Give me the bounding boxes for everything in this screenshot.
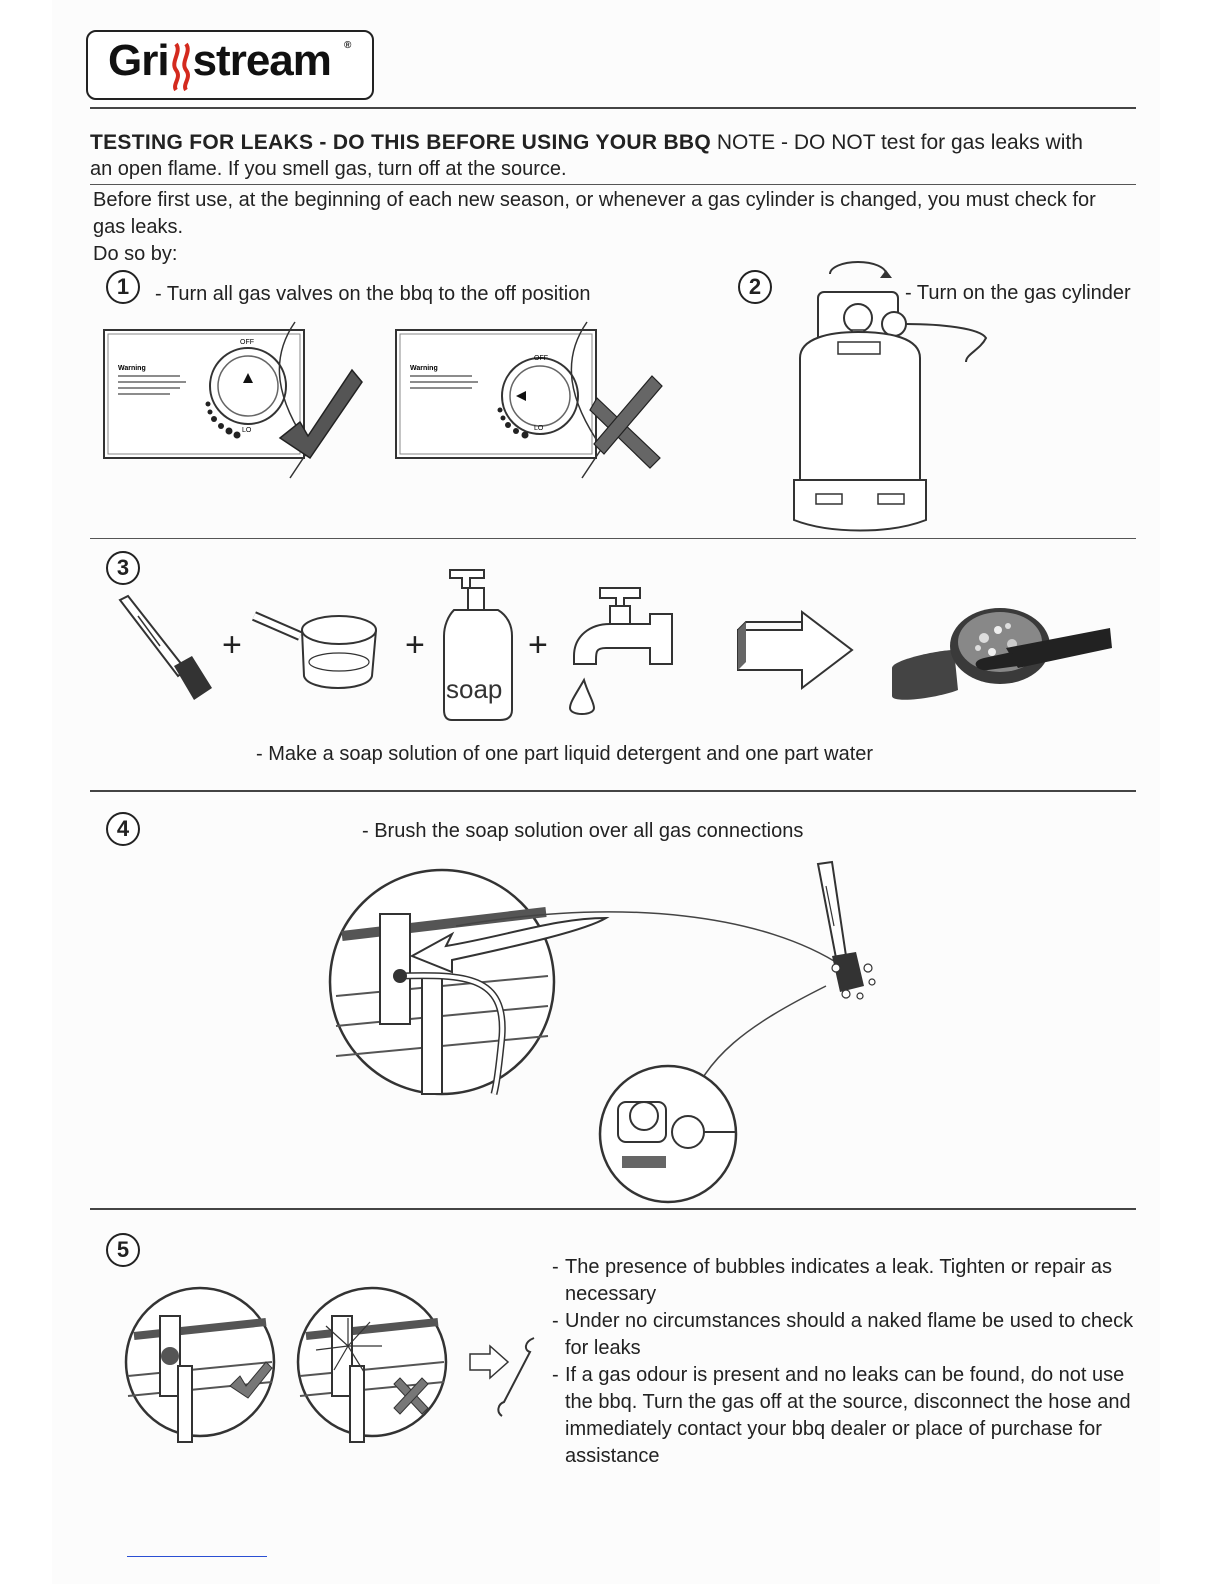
bullet-line: Under no circumstances should a naked fl… [565,1310,1134,1332]
brush-connections-illustration [328,860,876,1204]
bubble-check-illustration [124,1286,535,1443]
logo-flame-icon [172,42,190,92]
bullet-line: for leaks [565,1337,641,1359]
step-3-text: - Make a soap solution of one part liqui… [256,743,874,765]
divider [90,184,1136,185]
soap-label: soap [446,674,503,704]
bullet-line: immediately contact your bbq dealer or p… [565,1418,1102,1440]
divider [90,107,1136,109]
brand-reg-mark: ® [344,40,352,51]
arrow-right-icon [469,1344,510,1380]
step-1-number: 1 [106,270,140,304]
intro-line: Before first use, at the beginning of ea… [93,189,1096,211]
arrow-right-icon [737,609,854,691]
bullet-line: If a gas odour is present and no leaks c… [565,1364,1125,1386]
warning-note-continued: an open flame. If you smell gas, turn of… [90,158,567,180]
knob-off-label: OFF [534,355,548,362]
bullet-line: assistance [565,1445,660,1467]
step-4-text: - Brush the soap solution over all gas c… [362,820,804,842]
cross-mark-icon [589,397,661,469]
step-1-text: - Turn all gas valves on the bbq to the … [155,283,591,305]
warning-heading: TESTING FOR LEAKS - DO THIS BEFORE USING… [90,129,1083,156]
knob-lo-label: LO [242,427,252,434]
plus-sign: + [222,626,242,664]
bullet-line: the bbq. Turn the gas off at the source,… [565,1391,1131,1413]
wrench-icon [497,1337,535,1417]
bullet-line: The presence of bubbles indicates a leak… [565,1256,1112,1278]
bullet-dash: - [552,1364,559,1386]
brush-icon [118,594,212,700]
bullet-line: necessary [565,1283,657,1305]
pointer-arrow-icon [409,916,610,974]
step-2-text: - Turn on the gas cylinder [905,282,1131,304]
intro-line: gas leaks. [93,216,184,238]
divider [90,790,1136,792]
rotate-arrow-icon [829,261,887,275]
step-4-number: 4 [106,812,140,846]
divider [90,1208,1136,1210]
knob-off-label: OFF [240,339,254,346]
control-panel-on-illustration: Warning OFF LO [395,321,663,479]
intro-line: Do so by: [93,243,178,265]
footer-link-underline [127,1556,267,1557]
plus-sign: + [528,626,548,664]
bullet-dash: - [552,1310,559,1332]
gas-cylinder-illustration [793,261,988,532]
step-5-number: 5 [106,1233,140,1267]
warning-title: TESTING FOR LEAKS - DO THIS BEFORE USING… [90,131,712,154]
water-tap-icon [568,587,673,715]
step-3-number: 3 [106,551,140,585]
soap-bottle-icon [443,569,513,721]
check-mark-icon [278,368,363,460]
step-2-number: 2 [738,270,772,304]
soap-solution-bowl-illustration [892,608,1112,700]
check-mark-icon [229,1361,273,1399]
knob-lo-label: LO [534,425,544,432]
bullet-dash: - [552,1256,559,1278]
panel-warning-label: Warning [118,365,146,372]
control-panel-off-illustration: Warning OFF LO [103,321,363,479]
warning-note: NOTE - DO NOT test for gas leaks with [716,131,1083,154]
plus-sign: + [405,626,425,664]
divider [90,538,1136,539]
panel-warning-label: Warning [410,365,438,372]
measuring-cup-icon [252,611,377,689]
